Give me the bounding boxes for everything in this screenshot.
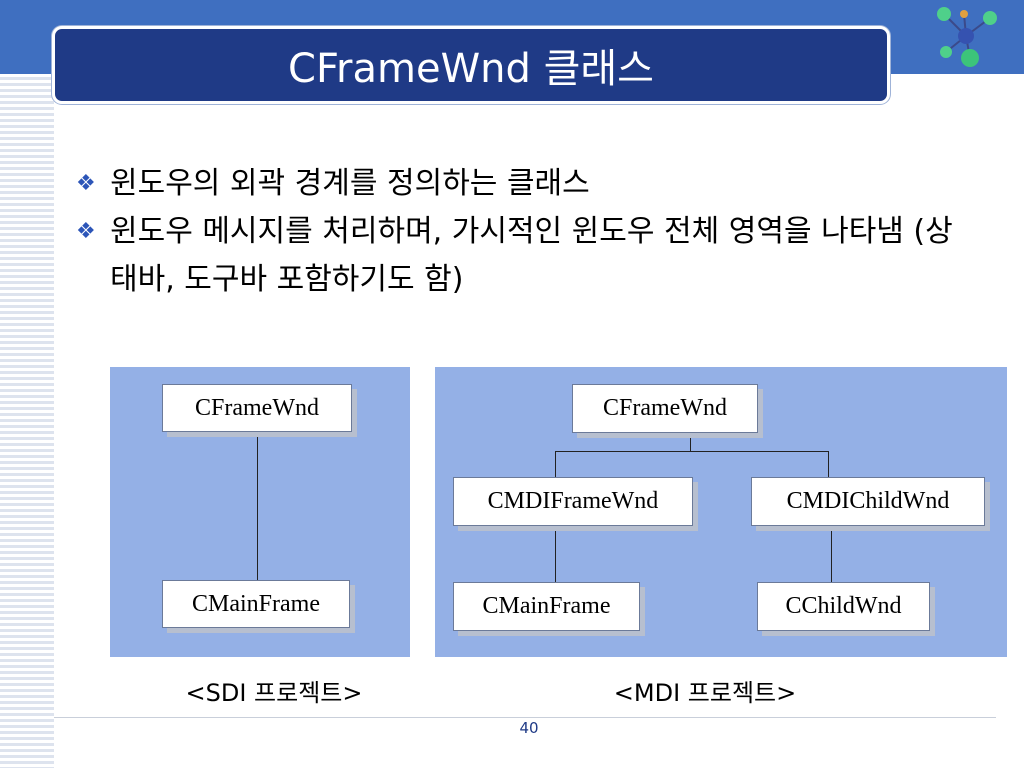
bullet-text: 윈도우의 외곽 경계를 정의하는 클래스 [110,166,590,201]
footer-divider [54,717,996,718]
mdi-cmdichildwnd-node: CMDIChildWnd [751,477,985,526]
mdi-caption: <MDI 프로젝트> [613,679,797,707]
mdi-cmainframe-node: CMainFrame [453,582,640,631]
mdi-cframewnd-node: CFrameWnd [572,384,758,433]
connector-line [831,527,832,582]
sdi-cmainframe-node: CMainFrame [162,580,350,628]
left-stripe-decoration [0,74,54,768]
bullet-text: 윈도우 메시지를 처리하며, 가시적인 윈도우 전체 영역을 나타냄 (상태바,… [110,214,953,297]
bullet-item: ❖ 윈도우의 외곽 경계를 정의하는 클래스 [76,160,976,208]
mdi-cchildwnd-node: CChildWnd [757,582,930,631]
connector-line [828,451,829,477]
diamond-bullet-icon: ❖ [76,219,96,244]
connector-line [555,527,556,582]
mdi-cmdiframewnd-node: CMDIFrameWnd [453,477,693,526]
sdi-diagram-panel: CFrameWnd CMainFrame [110,367,410,657]
page-number: 40 [519,719,539,737]
slide-title: CFrameWnd 클래스 [288,46,654,92]
bullet-item: ❖ 윈도우 메시지를 처리하며, 가시적인 윈도우 전체 영역을 나타냄 (상태… [76,208,976,304]
sdi-cframewnd-node: CFrameWnd [162,384,352,432]
sdi-caption: <SDI 프로젝트> [185,679,363,707]
mdi-diagram-panel: CFrameWnd CMDIFrameWnd CMDIChildWnd CMai… [435,367,1007,657]
connector-line [690,433,691,451]
connector-line [257,432,258,580]
connector-line [555,451,556,477]
diamond-bullet-icon: ❖ [76,171,96,196]
bullet-list: ❖ 윈도우의 외곽 경계를 정의하는 클래스 ❖ 윈도우 메시지를 처리하며, … [76,160,976,304]
title-bar: CFrameWnd 클래스 [52,26,890,104]
connector-line [555,451,828,452]
molecule-logo-icon [937,7,997,67]
